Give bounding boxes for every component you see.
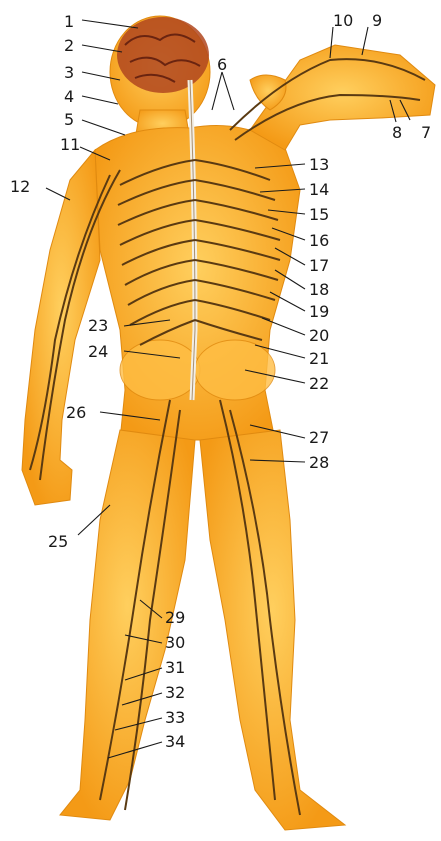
label-25: 25 <box>48 532 68 551</box>
label-24: 24 <box>88 342 108 361</box>
label-34: 34 <box>165 732 185 751</box>
label-11: 11 <box>60 135 80 154</box>
label-1: 1 <box>64 12 74 31</box>
label-26: 26 <box>66 403 86 422</box>
label-19: 19 <box>309 302 329 321</box>
label-9: 9 <box>372 11 382 30</box>
label-28: 28 <box>309 453 329 472</box>
label-23: 23 <box>88 316 108 335</box>
label-10: 10 <box>333 11 353 30</box>
label-12: 12 <box>10 177 30 196</box>
brain <box>117 17 209 93</box>
label-29: 29 <box>165 608 185 627</box>
label-20: 20 <box>309 326 329 345</box>
label-31: 31 <box>165 658 185 677</box>
torso <box>95 126 300 441</box>
label-30: 30 <box>165 633 185 652</box>
label-17: 17 <box>309 256 329 275</box>
label-27: 27 <box>309 428 329 447</box>
label-7: 7 <box>421 123 431 142</box>
left-buttock <box>120 340 200 400</box>
label-16: 16 <box>309 231 329 250</box>
body-silhouette <box>22 16 435 830</box>
label-8: 8 <box>392 123 402 142</box>
label-2: 2 <box>64 36 74 55</box>
label-6: 6 <box>217 55 227 74</box>
label-18: 18 <box>309 280 329 299</box>
label-32: 32 <box>165 683 185 702</box>
label-15: 15 <box>309 205 329 224</box>
label-14: 14 <box>309 180 329 199</box>
right-buttock <box>195 340 275 400</box>
label-22: 22 <box>309 374 329 393</box>
label-5: 5 <box>64 110 74 129</box>
label-13: 13 <box>309 155 329 174</box>
label-33: 33 <box>165 708 185 727</box>
label-21: 21 <box>309 349 329 368</box>
label-3: 3 <box>64 63 74 82</box>
label-4: 4 <box>64 87 74 106</box>
